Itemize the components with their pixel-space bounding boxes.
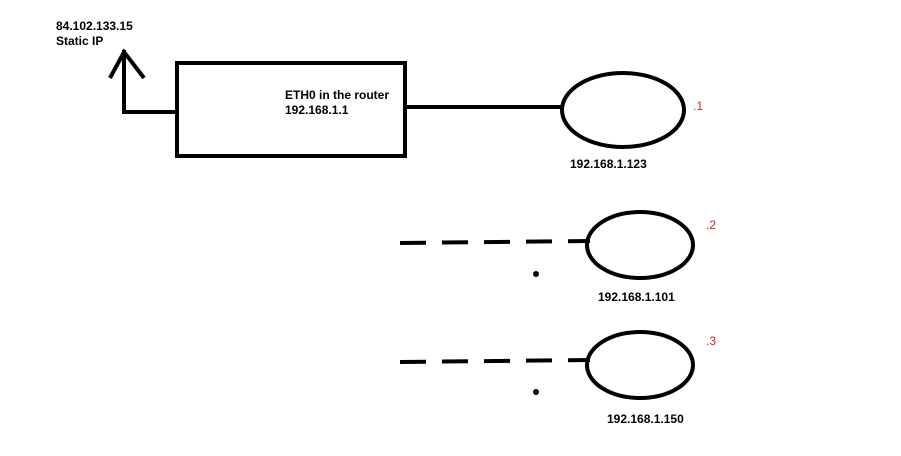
- host-node-3: [585, 330, 695, 400]
- host-1-suffix-label: .1: [693, 99, 704, 113]
- uplink-arrow-line: [122, 50, 178, 114]
- dot-host-2: [533, 271, 539, 277]
- router-label: ETH0 in the router: [285, 88, 390, 102]
- link-host-3: [399, 358, 591, 364]
- uplink-arrow-head: [108, 48, 146, 80]
- router-box: [175, 61, 407, 158]
- host-3-suffix-label: .3: [706, 334, 717, 348]
- host-node-2: [585, 210, 695, 280]
- uplink-static-label: Static IP: [56, 34, 104, 48]
- host-2-ip-label: 192.168.1.101: [598, 290, 675, 304]
- uplink-ip-label: 84.102.133.15: [56, 19, 133, 33]
- host-2-suffix-label: .2: [706, 218, 717, 232]
- router-ip-label: 192.168.1.1: [285, 103, 349, 117]
- host-1-ip-label: 192.168.1.123: [570, 157, 647, 171]
- host-node-1: [560, 71, 686, 149]
- link-host-2: [399, 239, 591, 245]
- dot-host-3: [533, 389, 539, 395]
- host-3-ip-label: 192.168.1.150: [607, 412, 684, 426]
